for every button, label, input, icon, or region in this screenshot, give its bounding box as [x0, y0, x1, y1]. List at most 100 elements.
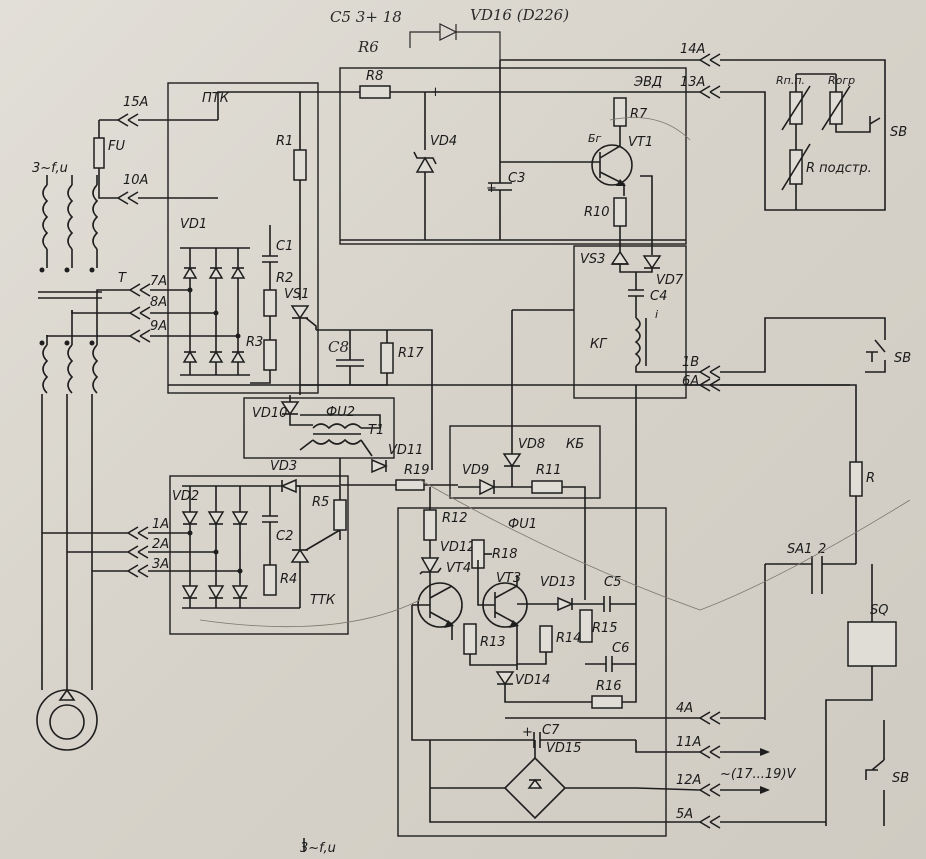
- label-vt1-base: Бг: [588, 132, 602, 145]
- terminal-1b: [699, 317, 886, 379]
- label-vd1: VD1: [180, 217, 207, 232]
- label-supply-bottom: 3~f,u: [300, 841, 336, 856]
- label-r19: R19: [404, 463, 430, 478]
- resistor-r14: [539, 625, 553, 653]
- label-vd15: VD15: [546, 741, 581, 756]
- potentiometers-right: [781, 73, 860, 210]
- resistor-r8: [359, 85, 391, 99]
- transformer-t: [38, 175, 102, 394]
- label-vd3: VD3: [270, 459, 297, 474]
- plus-c7: +: [522, 725, 533, 740]
- label-inductor-i: i: [655, 308, 658, 321]
- capacitor-c5: [603, 596, 636, 612]
- transistor-vt3: [477, 560, 528, 670]
- wire-c8-r17: [316, 329, 433, 470]
- label-rpodstr: R подстр.: [806, 161, 872, 176]
- wire-fu1-mid: [469, 508, 637, 703]
- label-vd11: VD11: [388, 443, 423, 458]
- label-terminal-9a: 9A: [150, 319, 167, 334]
- label-terminal-11a: 11A: [676, 735, 701, 750]
- label-r5: R5: [312, 495, 329, 510]
- handwritten-note-top: C5 3+ 18: [330, 8, 402, 26]
- capacitor-c7: [430, 732, 636, 748]
- wire-fu1-left: [411, 572, 431, 741]
- label-r4: R4: [280, 572, 297, 587]
- label-sb-bot: SB: [892, 771, 909, 786]
- label-sa1-num: 2: [818, 542, 826, 557]
- label-vd14: VD14: [515, 673, 550, 688]
- label-terminal-12a: 12A: [676, 773, 701, 788]
- label-sa1: SA1: [787, 542, 812, 557]
- thyristor-vs1: [290, 305, 317, 330]
- bridge-vd2: [181, 485, 340, 609]
- label-terminal-6a: 6A: [682, 374, 699, 389]
- label-block-kg: КГ: [590, 337, 608, 352]
- label-r10: R10: [584, 205, 610, 220]
- vd16-diode-sketch: [409, 23, 501, 60]
- label-block-fu2: ФU2: [326, 405, 355, 420]
- label-terminal-14a: 14A: [680, 42, 705, 57]
- label-sb-top: SB: [890, 125, 907, 140]
- label-block-fu1: ФU1: [508, 517, 537, 532]
- label-vt3: VT3: [496, 571, 521, 586]
- label-terminal-8a: 8A: [150, 295, 167, 310]
- handwritten-note-r6: R6: [357, 38, 379, 56]
- label-block-evd: ЭВД: [633, 75, 662, 90]
- label-rpp: Rп.п.: [776, 74, 805, 87]
- block-evd: [339, 67, 687, 245]
- terminal-11a: [699, 745, 770, 759]
- diode-vd7: [642, 255, 662, 270]
- bridge-vd1: [180, 247, 250, 376]
- label-r12: R12: [442, 511, 468, 526]
- label-terminal-13a: 13A: [680, 75, 705, 90]
- terminals-1a-2a-3a: [42, 526, 238, 578]
- resistor-r1: [293, 149, 307, 181]
- resistor-r13: [463, 623, 477, 655]
- resistor-r2: [263, 289, 277, 317]
- resistor-r7: [613, 97, 627, 127]
- capacitor-c3: [488, 60, 512, 240]
- switch-sb-bot: [865, 759, 885, 780]
- diode-vd14: [495, 671, 515, 686]
- zener-vd4: [413, 92, 437, 240]
- label-vd12: VD12: [440, 540, 475, 555]
- block-ttk: [169, 475, 349, 635]
- label-terminal-5a: 5A: [676, 807, 693, 822]
- label-rogr: Rогр: [828, 74, 855, 87]
- transistor-vt4: [412, 580, 463, 640]
- label-c6: C6: [612, 641, 629, 656]
- resistor-r5: [333, 499, 347, 531]
- terminal-13a: [699, 85, 721, 99]
- wire-right-r: [720, 384, 857, 564]
- label-ac-output: ~(17...19)V: [720, 767, 797, 782]
- label-c4: C4: [650, 289, 667, 304]
- label-terminal-1a: 1A: [152, 517, 169, 532]
- label-supply-top: 3~f,u: [32, 161, 68, 176]
- label-block-kb: КБ: [566, 437, 584, 452]
- diode-vd9: [458, 478, 532, 496]
- resistor-r10: [613, 197, 627, 227]
- handwritten-note-vd16: VD16 (D226): [470, 6, 569, 24]
- label-fu: FU: [108, 139, 125, 154]
- label-vd8: VD8: [518, 437, 545, 452]
- terminal-15a: [117, 113, 218, 127]
- plus-r8: +: [430, 85, 441, 100]
- label-vt1: VT1: [628, 135, 653, 150]
- block-kb: [449, 425, 601, 499]
- plus-c3: +: [486, 181, 497, 196]
- label-r1: R1: [276, 134, 293, 149]
- label-terminal-4a: 4A: [676, 701, 693, 716]
- label-r2: R2: [276, 271, 293, 286]
- terminal-6a: [699, 378, 721, 392]
- label-vd2: VD2: [172, 489, 199, 504]
- label-r13: R13: [480, 635, 506, 650]
- label-r17: R17: [398, 346, 424, 361]
- label-t: T: [118, 271, 127, 286]
- block-fu1: [397, 507, 667, 837]
- label-c2: C2: [276, 529, 293, 544]
- label-r8: R8: [366, 69, 383, 84]
- block-fu2: [243, 397, 395, 459]
- label-r18: R18: [492, 547, 518, 562]
